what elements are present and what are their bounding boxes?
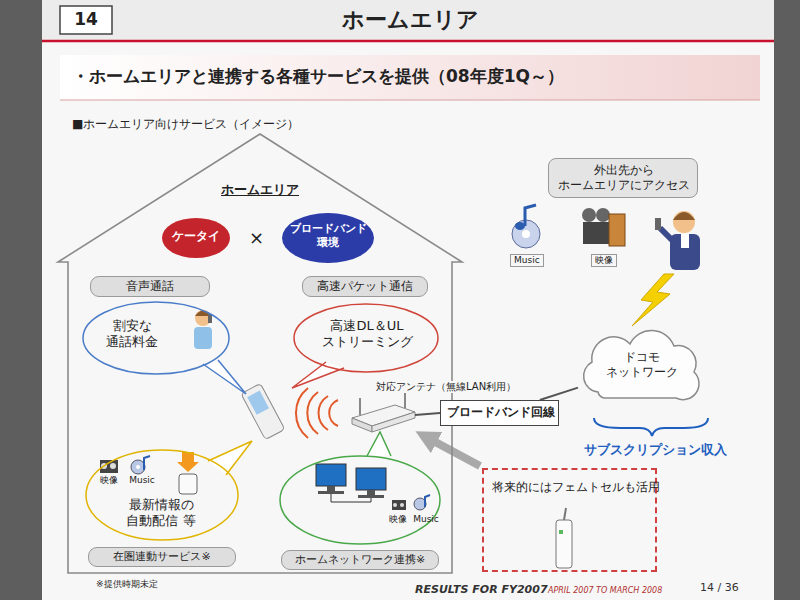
- connector-line: [540, 388, 578, 400]
- service-header: 音声通話: [90, 276, 210, 297]
- music-icon: [512, 205, 540, 248]
- keitai-oval: ケータイ: [162, 218, 230, 258]
- person-icon: [194, 310, 212, 349]
- revenue-label: サブスクリプション収入: [584, 442, 727, 458]
- broadband-wire: [415, 413, 440, 415]
- pc-icons: [316, 464, 430, 510]
- house-region: ホームエリアケータイブロードバンド 環境音声通話割安な 通話料金高速パケット通信…: [58, 132, 462, 575]
- packet-bubble: 高速パケット通信高速DL＆UL ストリーミング: [288, 276, 443, 376]
- phone-icon: [241, 383, 285, 439]
- service-body: 最新情報の 自動配信 等: [120, 497, 202, 530]
- region-heading: ホームエリア: [200, 182, 320, 198]
- femtocell-box: 将来的にはフェムトセルも活用: [482, 468, 657, 572]
- box-label: ブロードバンド回線: [447, 405, 553, 420]
- broadband-oval: ブロードバンド 環境: [282, 213, 374, 263]
- lightning-bolt: [632, 274, 674, 326]
- service-body: 割安な 通話料金: [92, 318, 172, 351]
- antenna-note: 対応アンテナ（無線LAN利用）: [376, 381, 516, 393]
- auto-delivery-icon: [177, 452, 199, 494]
- subheading: ■ホームエリア向けサービス（イメージ）: [72, 117, 299, 131]
- footer-title: RESULTS FOR FY2007: [415, 583, 548, 596]
- curly-brace: [594, 418, 708, 436]
- box-label: 外出先から ホームエリアにアクセス: [557, 163, 691, 193]
- title-bar: [42, 0, 774, 40]
- mobile-person-icon: [655, 211, 700, 270]
- pointer-arrow: [426, 437, 480, 466]
- router-icon: [352, 392, 415, 432]
- icon-caption: 映像: [591, 254, 617, 267]
- bullet-band: [60, 55, 760, 100]
- voice-bubble: 音声通話割安な 通話料金: [78, 276, 238, 381]
- media-icons: [100, 456, 150, 474]
- oval-label: ブロードバンド 環境: [286, 222, 370, 250]
- icon-caption: 映像: [383, 514, 413, 525]
- service-body: 高速DL＆UL ストリーミング: [316, 318, 418, 351]
- icon-caption: Music: [124, 475, 160, 486]
- oval-label: ケータイ: [162, 229, 230, 244]
- service-header: 在圏連動サービス※: [88, 547, 236, 567]
- slide-ground: [42, 0, 774, 600]
- house-region-outline: [58, 132, 462, 575]
- title-rule: [42, 40, 774, 43]
- femtocell-icon: [556, 508, 572, 568]
- home-network-bubble: 映像Music ホームネットワーク連携※: [275, 452, 445, 567]
- page-counter: 14 / 36: [700, 581, 739, 594]
- icon-caption: 映像: [94, 475, 124, 486]
- bullet-rule: [60, 100, 760, 101]
- box-label: 将来的にはフェムトセルも活用: [492, 480, 651, 495]
- bullet-text: ・ホームエリアと連携する各種サービスを提供（08年度1Q～）: [72, 66, 564, 86]
- video-icon: [582, 208, 625, 246]
- service-header: 高速パケット通信: [302, 276, 428, 297]
- times-sign: ×: [249, 227, 264, 249]
- footer-period: APRIL 2007 TO MARCH 2008: [548, 586, 662, 596]
- slide-title: ホームエリア: [120, 7, 700, 33]
- icon-caption: Music: [510, 254, 544, 267]
- page-number-box: [60, 6, 112, 34]
- area-service-bubble: 映像Music 最新情報の 自動配信 等在圏連動サービス※: [80, 447, 245, 567]
- slide-number: 14: [60, 9, 112, 29]
- cloud-label: ドコモ ネットワーク: [602, 350, 682, 380]
- icon-caption: Music: [409, 514, 443, 525]
- docomo-cloud: ドコモ ネットワーク: [578, 330, 703, 405]
- service-header: ホームネットワーク連携※: [281, 550, 439, 570]
- remote-access-box: 外出先から ホームエリアにアクセス: [548, 158, 698, 198]
- footnote: ※提供時期未定: [96, 579, 158, 590]
- wireless-waves: [296, 388, 338, 438]
- broadband-line-box: ブロードバンド回線: [440, 400, 559, 426]
